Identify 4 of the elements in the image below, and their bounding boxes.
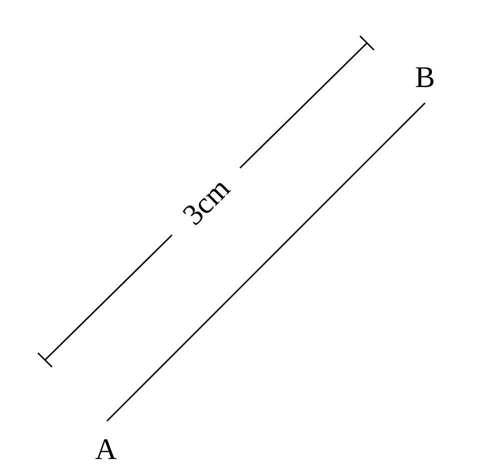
point-label: B	[410, 62, 440, 94]
point-label: A	[91, 434, 121, 466]
dimension-label: 3cm	[177, 172, 236, 232]
line-segment	[106, 102, 426, 422]
